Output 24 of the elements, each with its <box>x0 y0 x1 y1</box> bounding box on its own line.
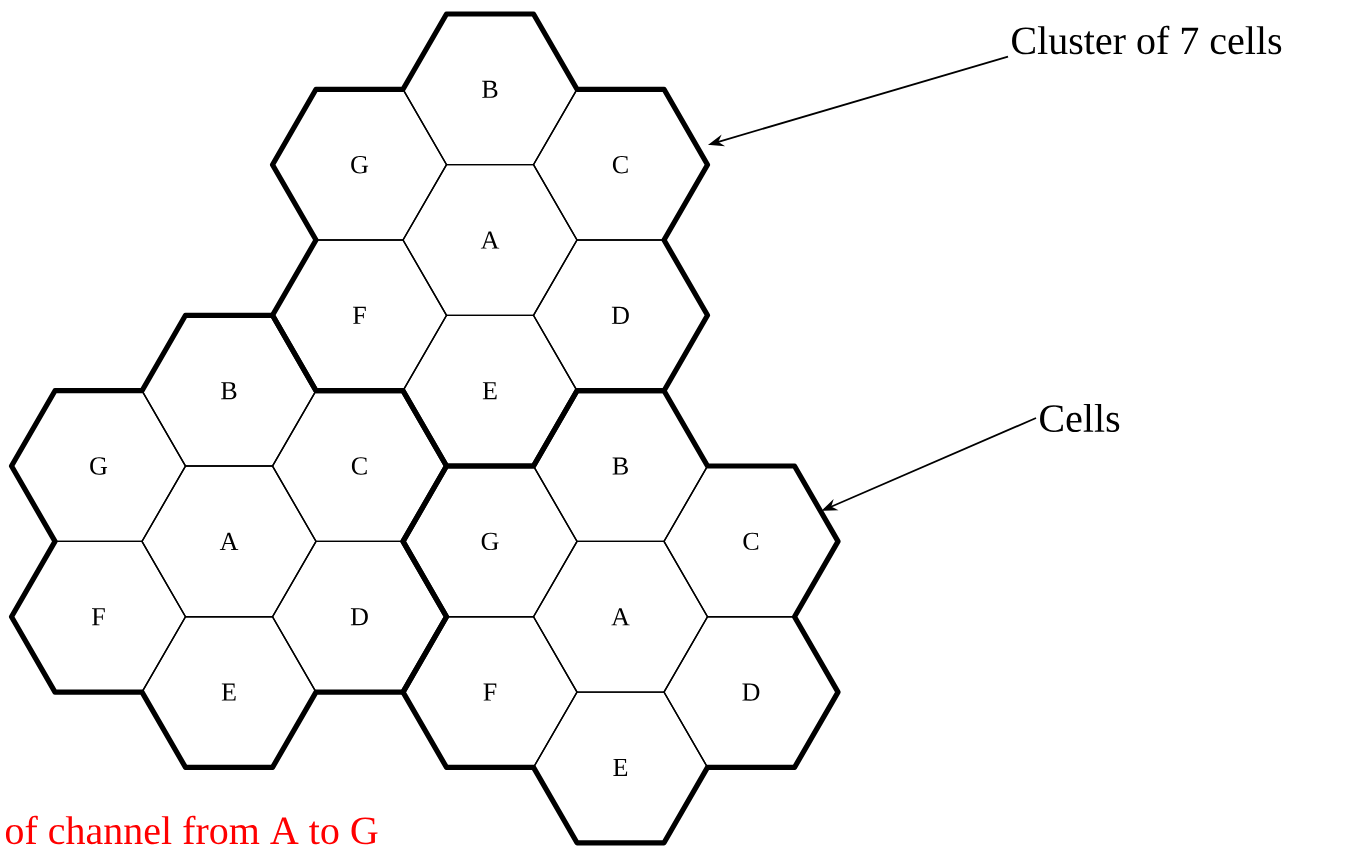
hexagon-cell: G <box>402 465 578 618</box>
hexagon-cell: D <box>532 239 709 392</box>
hexagon-cell: B <box>402 13 578 166</box>
note-text: of channel from A to G <box>5 815 378 845</box>
hexagon-cell: E <box>402 314 578 467</box>
hexagon-cell: A <box>141 465 317 618</box>
hexagon-cell: F <box>402 616 578 769</box>
hexagon-cell: C <box>663 465 839 618</box>
hexagon-cell: A <box>402 163 578 317</box>
hexagon-cell: B <box>532 390 709 543</box>
hexagon-cell: F <box>271 239 448 392</box>
hexagon-cell: G <box>271 88 448 241</box>
hexagon-cell: B <box>141 314 317 467</box>
hexagon-cell: F <box>10 540 187 693</box>
hexagon-cell: C <box>271 390 448 543</box>
callout-label: Cluster of 7 cells <box>1012 25 1282 55</box>
hexagon-cell: A <box>532 540 709 693</box>
hexagon-cell: D <box>271 540 448 693</box>
hexagon-cell: G <box>10 390 187 543</box>
hexagon-cell: C <box>532 88 709 241</box>
hexagon-cell: E <box>141 616 317 769</box>
hexagon-cell: D <box>663 616 839 769</box>
hexagon-cell: E <box>532 691 709 844</box>
callout-label: Cells <box>1040 403 1120 433</box>
